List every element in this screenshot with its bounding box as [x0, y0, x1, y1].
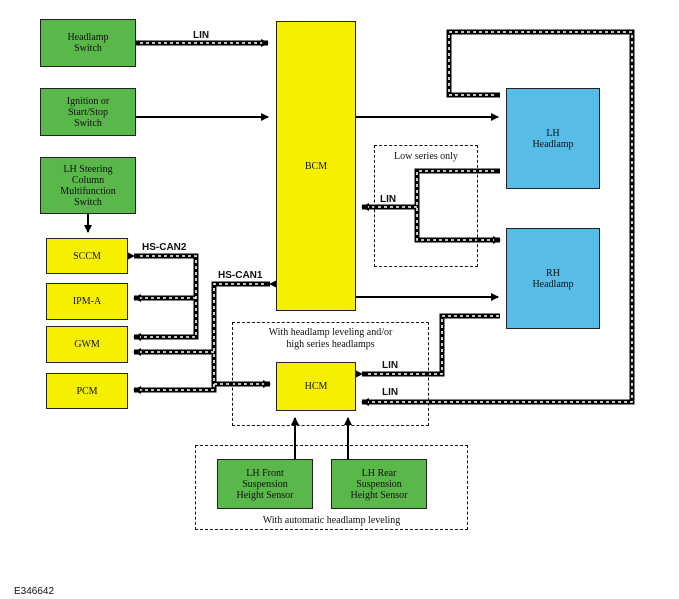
multifunction-switch-box: LH Steering Column Multifunction Switch	[40, 157, 136, 214]
sccm-label: SCCM	[73, 250, 101, 262]
lh-rear-sensor-label: LH Rear Suspension Height Sensor	[350, 467, 408, 501]
figure-id: E346642	[14, 586, 55, 597]
headlamp-switch-box: Headlamp Switch	[40, 19, 136, 67]
headlamp-leveling-frame	[232, 322, 429, 426]
hcm-box: HCM	[276, 362, 356, 411]
hs-can2-label: HS-CAN2	[142, 242, 187, 253]
bus-lines	[127, 29, 635, 406]
lh-headlamp-label: LH Headlamp	[532, 127, 574, 150]
hcm-label: HCM	[304, 381, 328, 392]
multifunction-switch-label: LH Steering Column Multifunction Switch	[60, 163, 116, 208]
rh-headlamp-label: RH Headlamp	[532, 267, 574, 290]
bcm-label: BCM	[304, 160, 328, 172]
ipm-a-box: IPM-A	[46, 283, 128, 320]
automatic-leveling-note: With automatic headlamp leveling	[262, 515, 401, 526]
sccm-box: SCCM	[46, 238, 128, 274]
pcm-box: PCM	[46, 373, 128, 409]
low-series-frame	[374, 145, 478, 267]
lin-label-low-series: LIN	[380, 194, 397, 205]
lin-label-headlamp-switch: LIN	[193, 30, 210, 41]
lh-headlamp-box: LH Headlamp	[506, 88, 600, 189]
ipm-a-label: IPM-A	[72, 296, 102, 307]
headlamp-leveling-note: With headlamp leveling and/or high serie…	[268, 327, 393, 350]
gwm-box: GWM	[46, 326, 128, 363]
signal-lines	[84, 113, 499, 459]
low-series-note: Low series only	[394, 151, 458, 162]
ignition-switch-label: Ignition or Start/Stop Switch	[66, 95, 110, 129]
rh-headlamp-box: RH Headlamp	[506, 228, 600, 329]
automatic-leveling-frame	[195, 445, 468, 530]
hs-can1-label: HS-CAN1	[218, 270, 263, 281]
lh-front-sensor-label: LH Front Suspension Height Sensor	[236, 467, 294, 501]
pcm-label: PCM	[76, 385, 98, 397]
gwm-label: GWM	[74, 339, 100, 350]
ignition-switch-box: Ignition or Start/Stop Switch	[40, 88, 136, 136]
lin-label-rh-hcm: LIN	[382, 360, 399, 371]
headlamp-switch-label: Headlamp Switch	[67, 32, 109, 54]
bcm-box: BCM	[276, 21, 356, 311]
lin-label-lh-hcm: LIN	[382, 387, 399, 398]
lh-rear-sensor-box: LH Rear Suspension Height Sensor	[331, 459, 427, 509]
lh-front-sensor-box: LH Front Suspension Height Sensor	[217, 459, 313, 509]
